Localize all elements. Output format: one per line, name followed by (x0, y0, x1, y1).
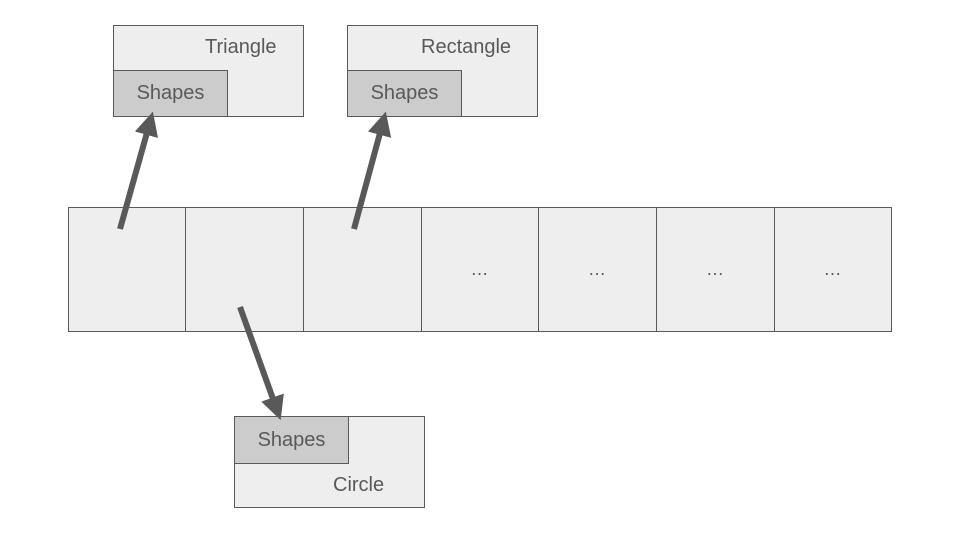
array-cell (303, 207, 422, 332)
base-class-shapes: Shapes (347, 70, 462, 117)
pointer-arrow-to-rectangle (351, 111, 392, 230)
object-name-circle: Circle (333, 474, 385, 496)
array-cell-ellipsis: … (421, 207, 539, 332)
rectangle-object: Rectangle Shapes (347, 25, 538, 117)
circle-object: Shapes Circle (234, 416, 425, 508)
array-cell-ellipsis: … (538, 207, 657, 332)
array-cell-ellipsis: … (656, 207, 775, 332)
triangle-object: Triangle Shapes (113, 25, 304, 117)
pointer-arrow-to-circle (237, 305, 284, 421)
object-name-rectangle: Rectangle (421, 36, 512, 58)
base-class-shapes: Shapes (113, 70, 228, 117)
array-cell (68, 207, 186, 332)
base-class-shapes: Shapes (234, 416, 349, 464)
array-cell-ellipsis: … (774, 207, 892, 332)
pointer-arrow-to-triangle (117, 111, 158, 230)
object-name-triangle: Triangle (205, 36, 277, 58)
